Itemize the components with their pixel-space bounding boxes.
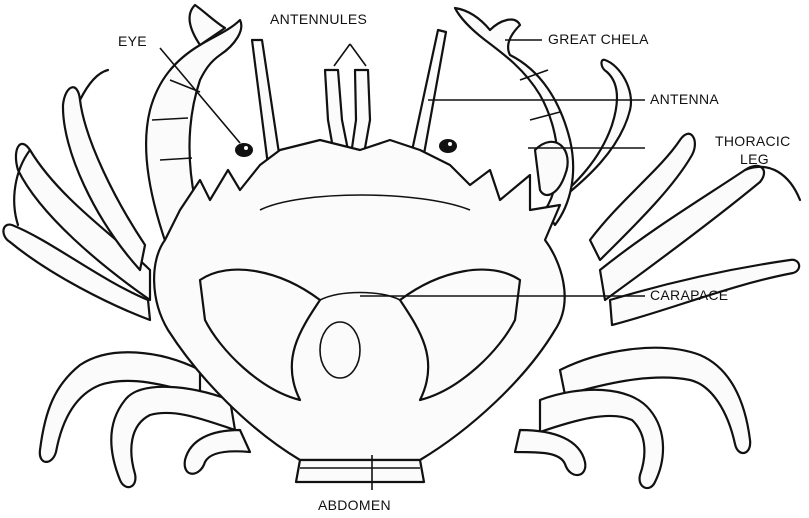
label-eye: EYE [118, 33, 147, 49]
label-antennules: ANTENNULES [270, 11, 367, 27]
label-abdomen: ABDOMEN [318, 497, 391, 513]
label-great-chela: GREAT CHELA [548, 31, 649, 47]
label-antenna: ANTENNA [650, 91, 719, 107]
label-thoracic-leg-line2: LEG [740, 151, 769, 167]
label-carapace: CARAPACE [650, 287, 728, 303]
abdomen-shape [296, 460, 424, 482]
antennae [252, 30, 446, 165]
label-thoracic-leg-line1: THORACIC [715, 133, 791, 149]
